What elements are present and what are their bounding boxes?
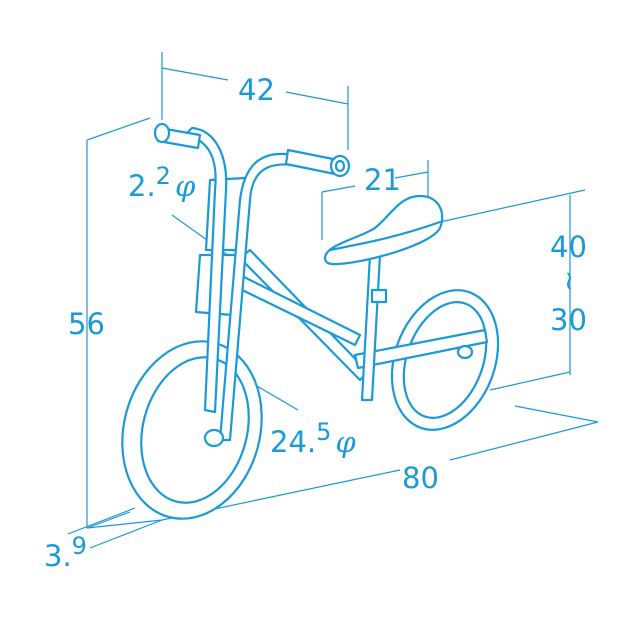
- overall-height-label: 56: [68, 307, 105, 341]
- seat-height-max-label: 40: [550, 230, 587, 264]
- seat-height-min-label: 30: [550, 303, 587, 337]
- front-wheel: [121, 340, 263, 520]
- rear-wheel: [390, 289, 500, 431]
- fork-and-handlebar: [153, 122, 351, 448]
- handlebar-width-label: 42: [238, 73, 275, 107]
- seat-depth-label: 21: [364, 163, 401, 197]
- overall-length-label: 80: [402, 461, 439, 495]
- tire-width-label: 3.9: [44, 532, 87, 573]
- bike-frame: [230, 194, 489, 402]
- seat-height-range-symbol: ~: [553, 270, 584, 292]
